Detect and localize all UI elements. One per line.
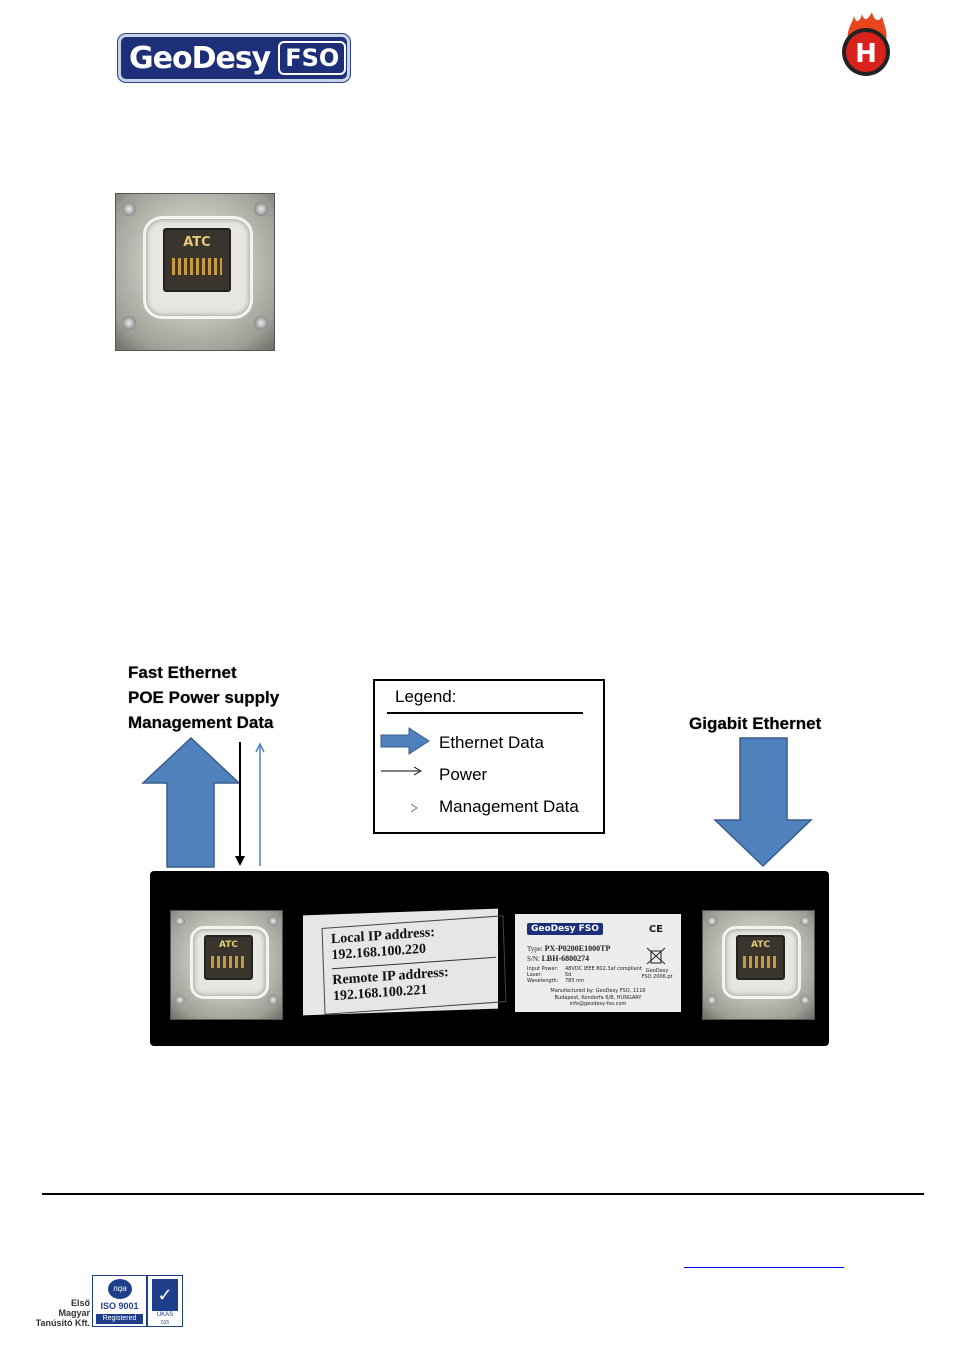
label-poe-power: POE Power supply — [128, 688, 280, 707]
label-brand: GeoDesy FSO — [527, 923, 603, 935]
ukas-text: UKAS — [156, 1312, 174, 1318]
port-chip-text: ATC — [183, 235, 211, 251]
screw-icon — [254, 202, 268, 216]
screw-icon — [268, 916, 278, 926]
legend-title: Legend: — [395, 687, 457, 706]
nqa-logo: nqa — [108, 1279, 132, 1299]
logo-word: GeoDesy — [129, 40, 271, 76]
connector-plate-text: VS-RJ45-IP67 — [158, 336, 232, 347]
fast-ethernet-port-photo: ATC VS-RJ45-IP67 — [170, 910, 283, 1020]
connector-plate-text: VS-RJ45-IP67 — [733, 1008, 784, 1016]
label-fast-ethernet: Fast Ethernet — [128, 663, 237, 682]
weee-bin-icon — [646, 947, 666, 965]
port-chip-text: ATC — [218, 940, 238, 951]
screw-icon — [122, 202, 136, 216]
manufacturer-address: Budapest, Kondorfa 6/B, HUNGARY — [554, 995, 642, 1001]
screw-icon — [122, 316, 136, 330]
rj45-connector-photo: ATC VS-RJ45-IP67 — [115, 193, 275, 351]
type-value: PX-P0200E1000TP — [544, 944, 611, 953]
type-key: Type: — [527, 945, 543, 953]
manufactured-by: Manufactured by: GeoDesy FSO, 1116 — [550, 988, 646, 994]
wavelength-key: Wavelength: — [527, 978, 559, 984]
laser-value: 5d — [565, 972, 572, 978]
certifier-name: Első Magyar Tanúsító Kft. — [35, 1298, 90, 1328]
manufacturer-email: info@geodesy-fso.com — [569, 1001, 627, 1007]
ce-mark: CE — [648, 924, 663, 935]
ukas-number: 015 — [160, 1320, 170, 1326]
connector-plate-text: VS-RJ45-IP67 — [201, 1008, 252, 1016]
screw-icon — [707, 995, 717, 1005]
legend-box: Legend: Ethernet Data Power Management D… — [373, 679, 605, 834]
chevron-icon — [410, 803, 418, 813]
iso-9001-logo: nqa ISO 9001 Registered — [92, 1275, 147, 1327]
iso-registered: Registered — [96, 1314, 143, 1324]
ukas-logo: ✓ UKAS 015 — [147, 1275, 183, 1327]
screw-icon — [175, 995, 185, 1005]
footer-rule — [42, 1193, 924, 1195]
gigabit-down-arrow-icon — [713, 737, 813, 868]
iso-text: ISO 9001 — [100, 1301, 139, 1311]
screw-icon — [707, 916, 717, 926]
badge-letter: H — [855, 39, 877, 69]
legend-item-power: Power — [439, 765, 488, 784]
gigabit-ethernet-port-photo: ATC VS-RJ45-IP67 — [702, 910, 815, 1020]
big-arrow-icon — [380, 727, 430, 755]
footer-link[interactable] — [684, 1267, 844, 1268]
input-power-value: 48VDC IEEE 802.3af compliant — [565, 966, 642, 972]
rj45-port: ATC — [163, 228, 231, 292]
legend-item-management-data: Management Data — [439, 797, 579, 816]
label-management-data: Management Data — [128, 713, 274, 732]
port-chip-text: ATC — [750, 940, 770, 951]
screw-icon — [175, 916, 185, 926]
legend-item-ethernet-data: Ethernet Data — [439, 733, 544, 752]
input-power-key: Input Power: — [527, 966, 559, 972]
label-gigabit-ethernet: Gigabit Ethernet — [689, 714, 822, 733]
ethernet-up-arrow-icon — [141, 736, 241, 868]
screw-icon — [254, 316, 268, 330]
screw-icon — [268, 995, 278, 1005]
device-type-label: GeoDesy FSO CE Type: PX-P0200E1000TP S/N… — [515, 914, 681, 1012]
left-arrows — [141, 736, 265, 868]
sn-key: S/N: — [527, 955, 540, 963]
screw-icon — [800, 916, 810, 926]
wavelength-value: 785 nm — [565, 978, 585, 984]
geodesy-fso-logo: GeoDesy FSO — [118, 34, 350, 82]
ip-address-label: Local IP address: 192.168.100.220 Remote… — [303, 908, 507, 1016]
screw-icon — [800, 995, 810, 1005]
sn-value: LBH-6800274 — [541, 954, 590, 963]
thin-arrow-icon — [381, 766, 423, 776]
checkmark-icon: ✓ — [152, 1279, 178, 1311]
logo-fso: FSO — [278, 41, 347, 75]
weee-text: GeoDesy FSO 2006.pt — [641, 968, 673, 980]
laser-key: Laser: — [527, 972, 543, 978]
left-labels: Fast Ethernet POE Power supply Managemen… — [128, 660, 279, 735]
flame-h-badge-icon: H — [842, 12, 890, 76]
